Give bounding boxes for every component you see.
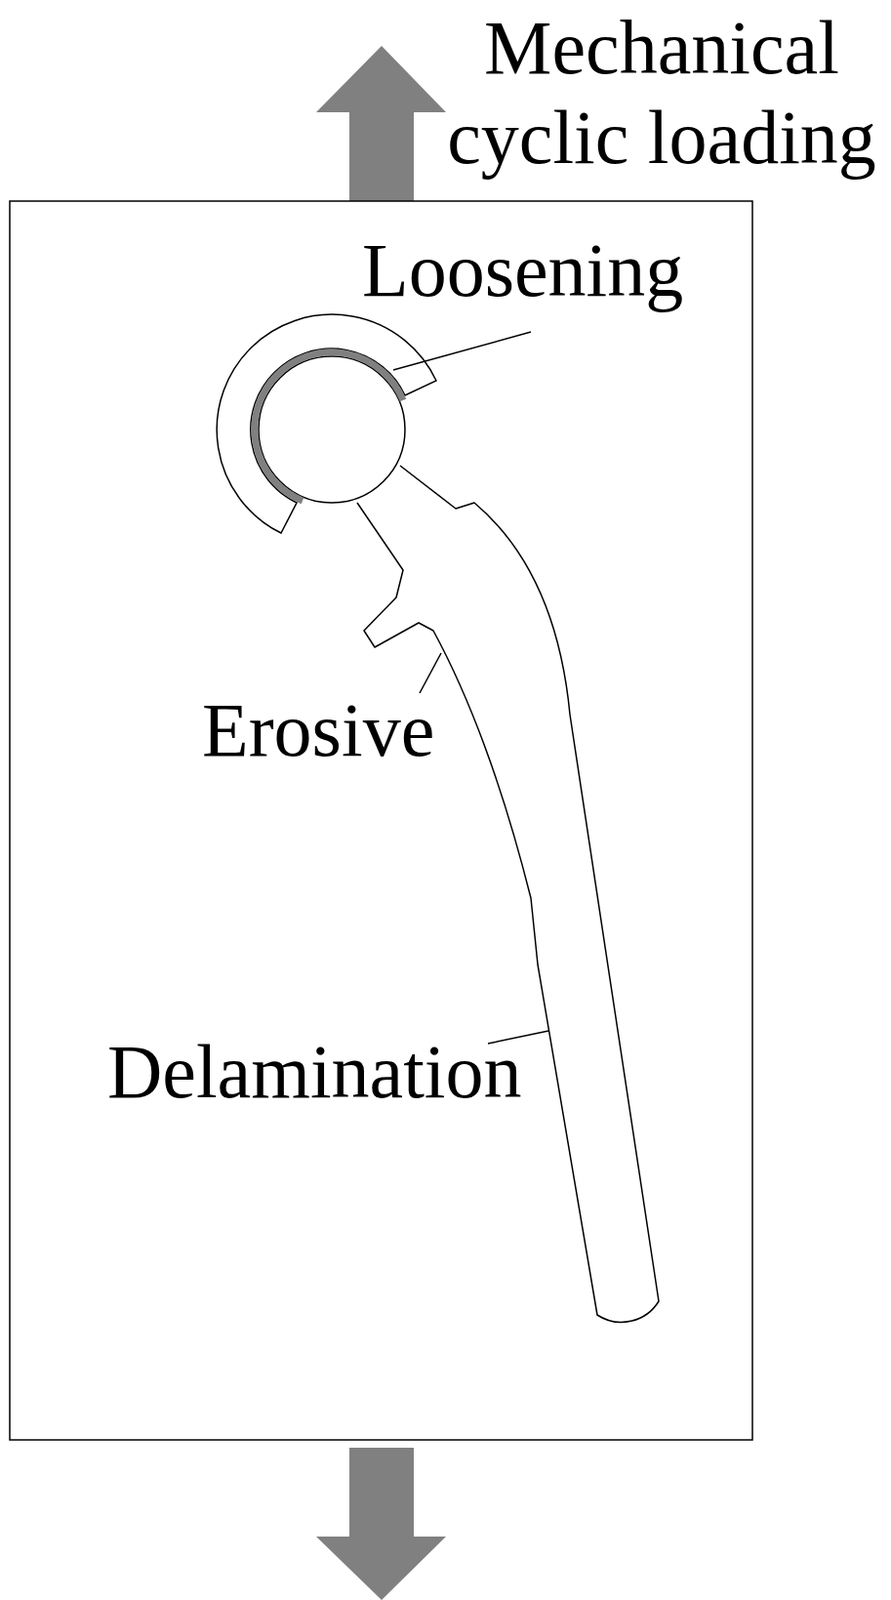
leader-line — [419, 652, 442, 693]
failure-label: Loosening — [362, 232, 684, 309]
femoral-stem — [357, 465, 659, 1322]
load-arrow — [316, 1447, 446, 1600]
failure-label: Erosive — [202, 691, 435, 769]
leader-line — [393, 331, 531, 370]
test-frame — [9, 201, 753, 1440]
failure-label: Delamination — [107, 1033, 523, 1110]
femoral-head — [258, 356, 405, 503]
load-label: Mechanical cyclic loading — [437, 2, 887, 183]
loosening-zone — [254, 352, 404, 501]
load-arrow — [316, 45, 446, 202]
acetabular-cup — [216, 314, 437, 533]
